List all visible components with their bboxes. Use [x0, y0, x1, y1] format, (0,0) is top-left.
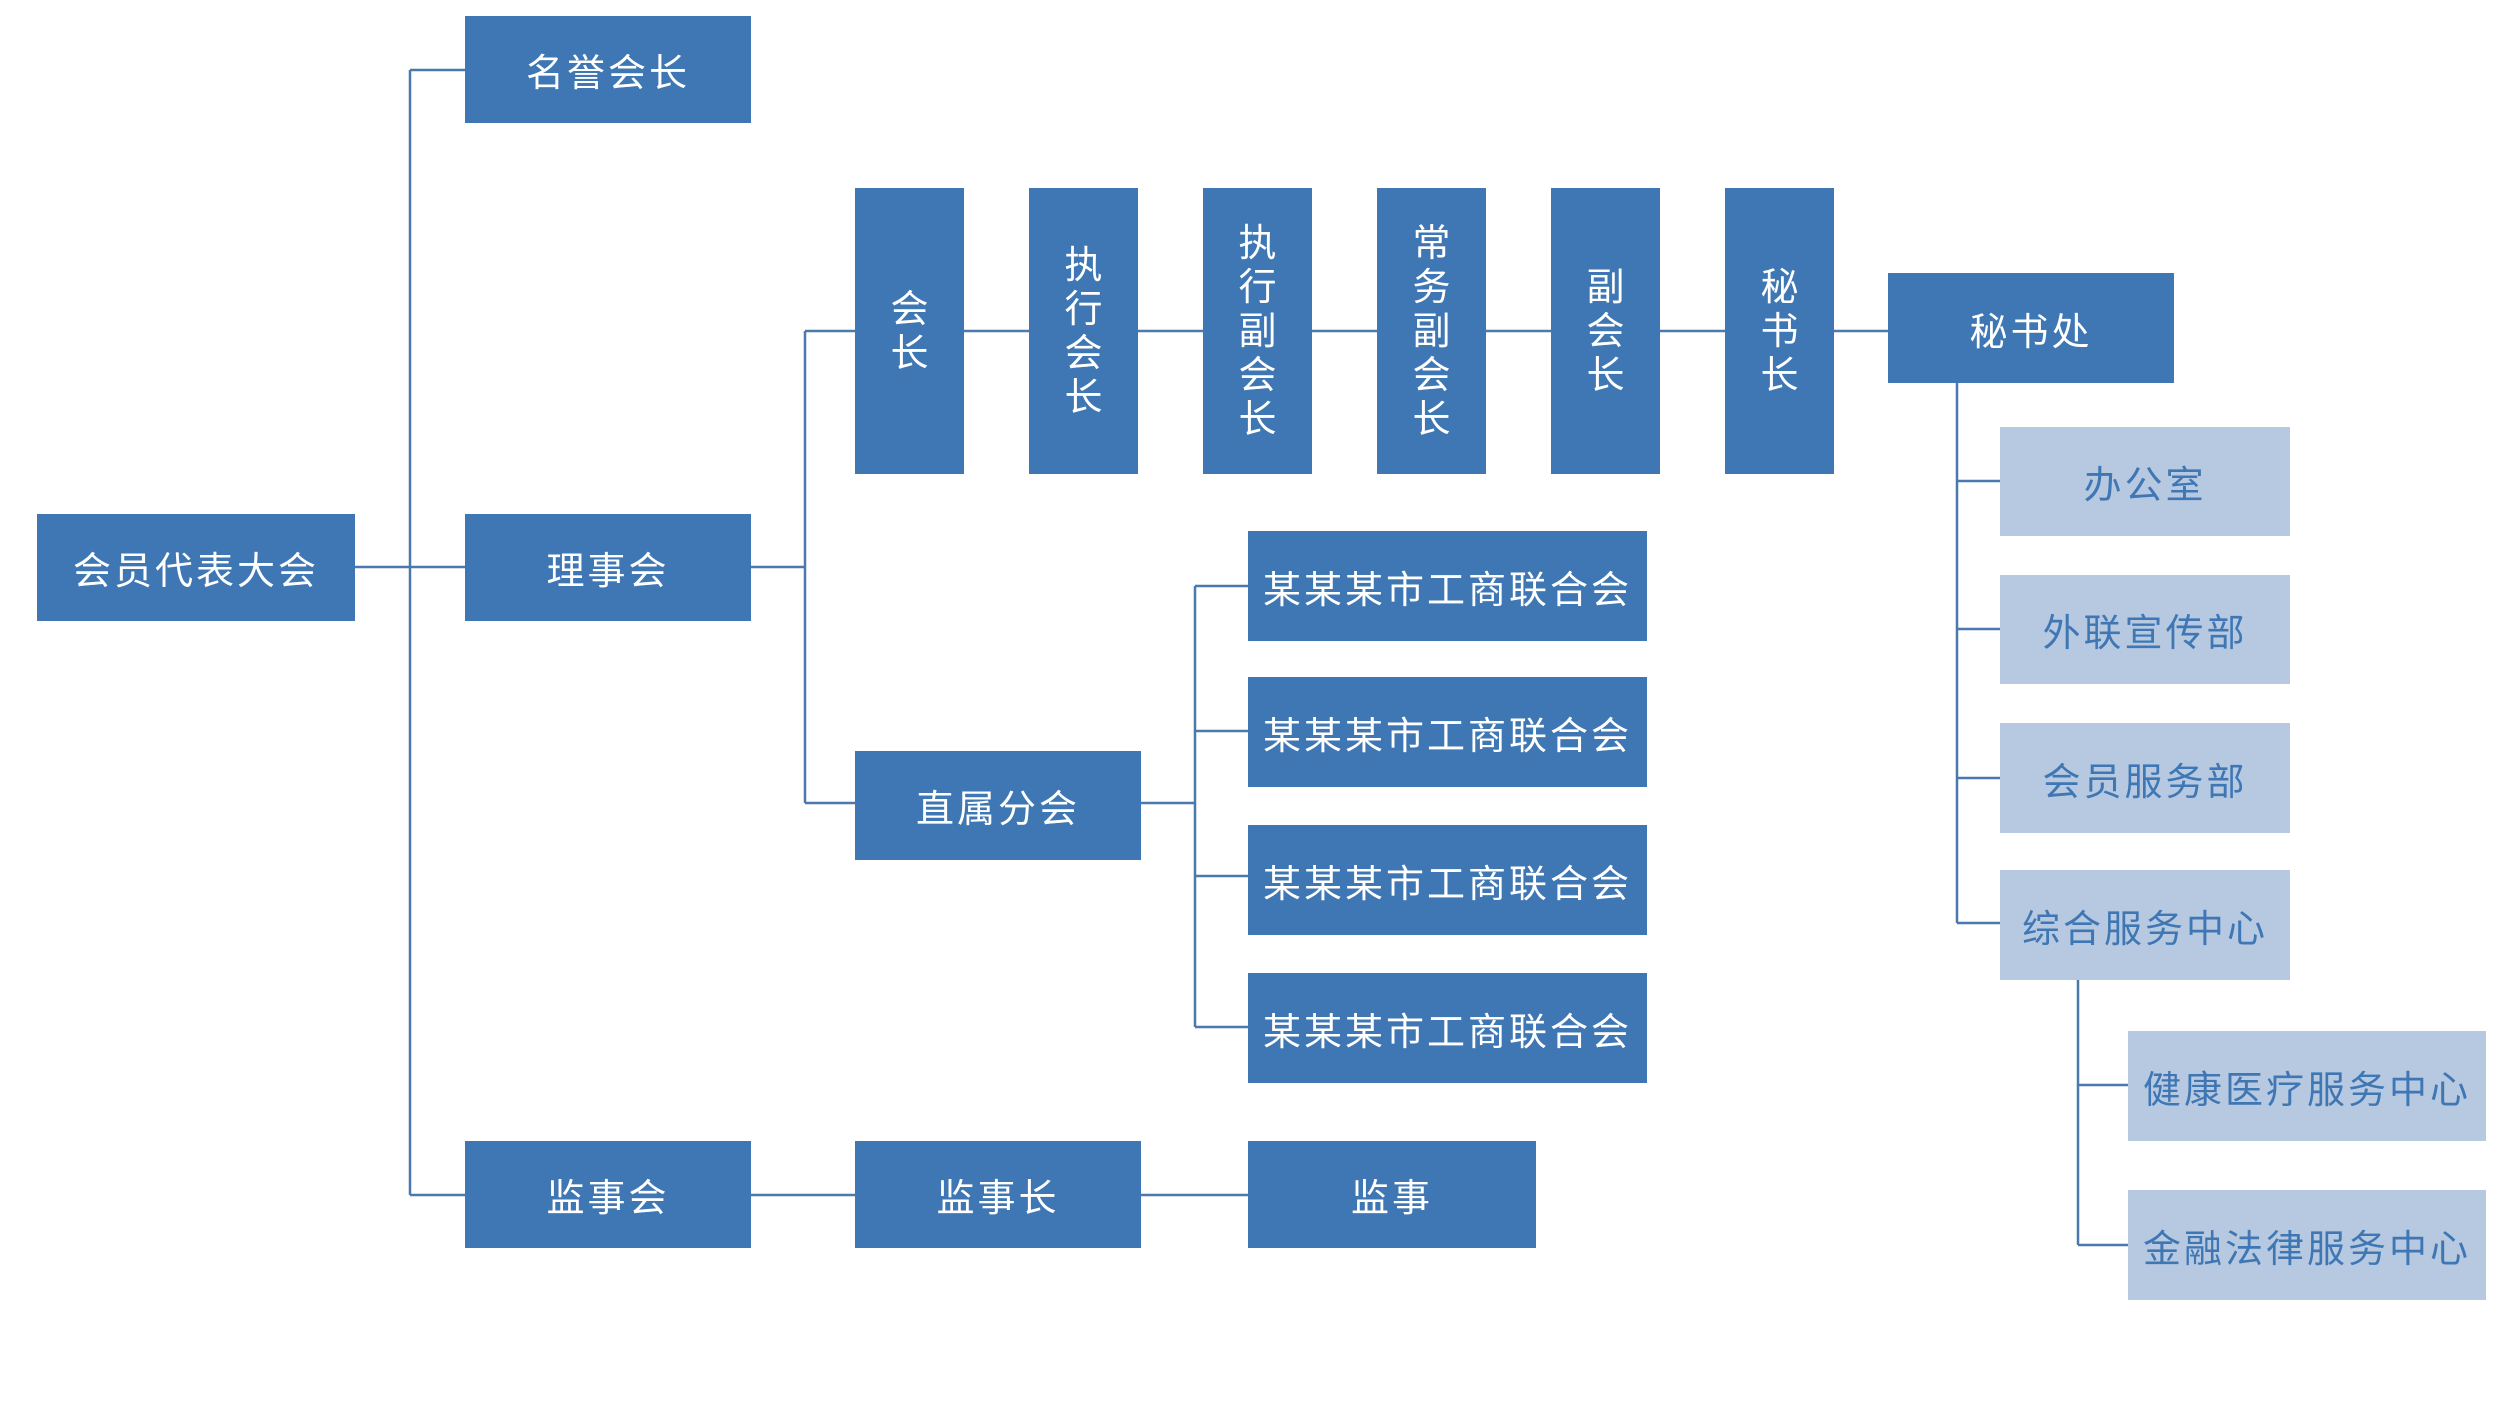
service-center-box: 综合服务中心 [2000, 870, 2290, 980]
standing-vice-president-label: 常务副会长 [1412, 221, 1451, 441]
health-center-box: 健康医疗服务中心 [2128, 1031, 2486, 1141]
federation-label: 某某某市工商联合会 [1262, 713, 1632, 758]
supervisor-box: 监事 [1248, 1141, 1536, 1248]
health-center-label: 健康医疗服务中心 [2142, 1067, 2471, 1112]
executive-president-box: 执行会长 [1029, 188, 1138, 474]
liaison-publicity-label: 外联宣传部 [2042, 611, 2248, 655]
federation-box: 某某某市工商联合会 [1248, 973, 1647, 1083]
executive-president-label: 执行会长 [1064, 243, 1103, 419]
supervisor-label: 监事 [1350, 1176, 1433, 1220]
council-box: 理事会 [465, 514, 751, 621]
executive-vice-president-box: 执行副会长 [1203, 188, 1312, 474]
federation-label: 某某某市工商联合会 [1262, 861, 1632, 906]
secretary-general-box: 秘书长 [1725, 188, 1834, 474]
supervisory-board-box: 监事会 [465, 1141, 751, 1248]
member-services-label: 会员服务部 [2042, 759, 2248, 804]
president-box: 会长 [855, 188, 964, 474]
president-label: 会长 [890, 287, 929, 375]
service-center-label: 综合服务中心 [2021, 906, 2268, 951]
member-services-box: 会员服务部 [2000, 723, 2290, 833]
branch-label: 直属分会 [915, 787, 1080, 831]
standing-vice-president-box: 常务副会长 [1377, 188, 1486, 474]
branch-box: 直属分会 [855, 751, 1141, 860]
secretariat-label: 秘书处 [1969, 309, 2093, 354]
honorary-president-label: 名誉会长 [525, 51, 690, 95]
supervisory-board-label: 监事会 [546, 1176, 670, 1220]
secretary-general-label: 秘书长 [1760, 265, 1799, 397]
secretariat-box: 秘书处 [1888, 273, 2174, 383]
federation-box: 某某某市工商联合会 [1248, 531, 1647, 641]
executive-vice-president-label: 执行副会长 [1238, 221, 1277, 441]
chief-supervisor-box: 监事长 [855, 1141, 1141, 1248]
federation-box: 某某某市工商联合会 [1248, 825, 1647, 935]
finance-law-center-label: 金融法律服务中心 [2142, 1226, 2471, 1271]
vice-president-box: 副会长 [1551, 188, 1660, 474]
federation-label: 某某某市工商联合会 [1262, 1009, 1632, 1054]
council-label: 理事会 [546, 549, 670, 593]
office-box: 办公室 [2000, 427, 2290, 536]
chief-supervisor-label: 监事长 [936, 1176, 1060, 1220]
federation-box: 某某某市工商联合会 [1248, 677, 1647, 787]
federation-label: 某某某市工商联合会 [1262, 567, 1632, 612]
office-label: 办公室 [2083, 463, 2207, 507]
finance-law-center-box: 金融法律服务中心 [2128, 1190, 2486, 1300]
assembly-box: 会员代表大会 [37, 514, 355, 621]
liaison-publicity-box: 外联宣传部 [2000, 575, 2290, 684]
vice-president-label: 副会长 [1586, 265, 1625, 397]
honorary-president-box: 名誉会长 [465, 16, 751, 123]
assembly-label: 会员代表大会 [72, 549, 319, 593]
